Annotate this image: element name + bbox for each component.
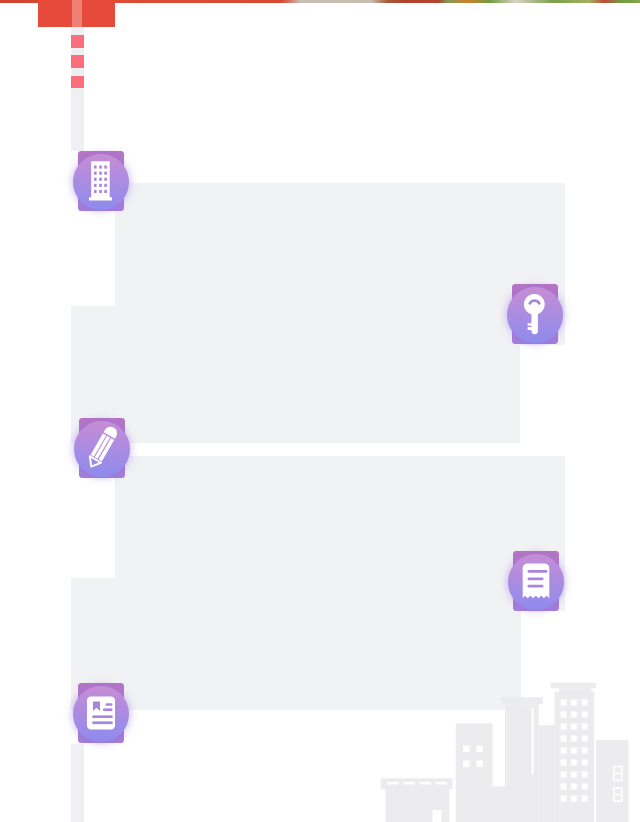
skyline-window <box>560 699 567 706</box>
skyline-window <box>570 747 577 754</box>
skyline-window <box>432 810 442 822</box>
skyline-building <box>380 778 453 789</box>
skyline-window <box>419 782 432 785</box>
skyline-window <box>581 771 588 778</box>
skyline-window <box>560 723 567 730</box>
timeline-dash <box>70 75 84 89</box>
skyline-window <box>581 699 588 706</box>
skyline-window <box>570 723 577 730</box>
skyline-window <box>403 782 415 785</box>
skyline-window <box>570 759 577 766</box>
header-red-block-line-overlay <box>72 0 82 27</box>
city-skyline-illustration <box>380 682 629 822</box>
skyline-window <box>581 735 588 742</box>
skyline-window <box>581 711 588 718</box>
skyline-window <box>531 708 534 775</box>
receipt-icon <box>504 549 568 613</box>
skyline-building <box>500 697 543 705</box>
skyline-window <box>463 745 470 753</box>
skyline-window <box>570 795 577 802</box>
skyline-window <box>435 782 448 785</box>
skyline-building <box>550 682 596 689</box>
skyline-window <box>476 745 483 753</box>
skyline-building <box>596 739 629 822</box>
background-photo-strip <box>0 0 640 3</box>
skyline-window <box>560 783 567 790</box>
placeholder-block <box>70 305 521 443</box>
skyline-window <box>581 759 588 766</box>
key-icon <box>503 282 567 346</box>
skyline-window <box>560 795 567 802</box>
skyline-building <box>559 688 592 692</box>
skyline-window <box>476 760 483 767</box>
skyline-window <box>560 711 567 718</box>
skyline-window <box>560 735 567 742</box>
skyline-window <box>570 735 577 742</box>
skyline-window <box>560 747 567 754</box>
timeline-line <box>70 744 84 822</box>
skyline-building <box>492 786 505 822</box>
id-card-icon <box>69 681 133 745</box>
skyline-window <box>581 723 588 730</box>
skyline-building <box>505 704 539 822</box>
skyline-window <box>570 771 577 778</box>
skyline-building <box>538 725 555 822</box>
skyline-window <box>463 760 470 767</box>
placeholder-block <box>70 577 522 710</box>
skyline-building <box>455 723 493 822</box>
skyline-window <box>387 782 399 785</box>
timeline-dash <box>70 35 84 48</box>
skyline-window <box>581 795 588 802</box>
timeline-dash <box>70 55 84 68</box>
skyline-building <box>554 691 595 822</box>
building-icon <box>69 149 133 213</box>
pencil-icon <box>70 416 134 480</box>
skyline-window <box>570 699 577 706</box>
skyline-window <box>581 747 588 754</box>
skyline-window <box>581 783 588 790</box>
skyline-window <box>560 771 567 778</box>
skyline-window <box>570 783 577 790</box>
skyline-window <box>560 759 567 766</box>
skyline-window <box>570 711 577 718</box>
